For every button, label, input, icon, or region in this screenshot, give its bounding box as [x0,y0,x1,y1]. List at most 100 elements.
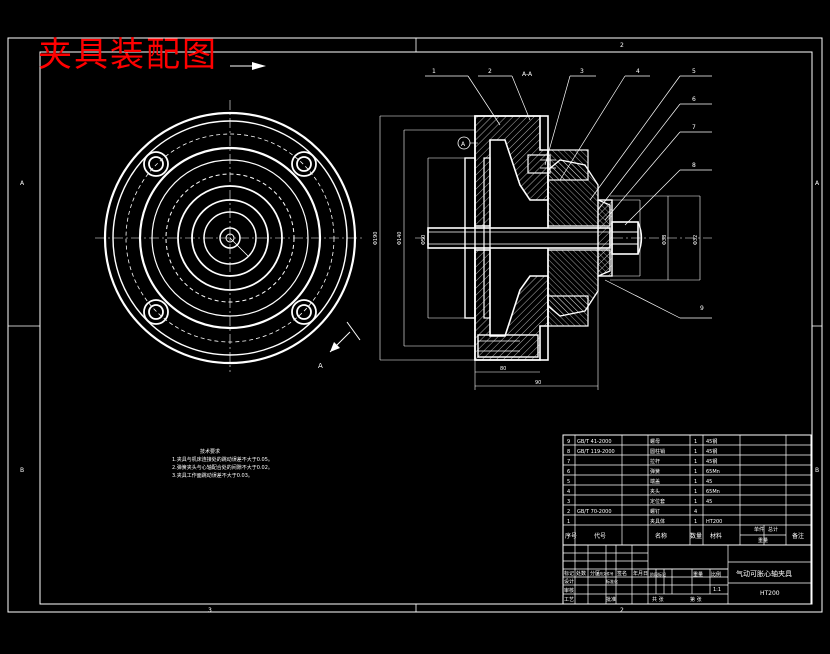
bom-cell-qty: 1 [694,479,697,485]
leaders [425,75,712,319]
bolt-hole-tl [143,151,169,177]
zone-left-b: B [20,467,24,474]
bom-cell-qty: 1 [694,499,697,505]
tb-label-weight: 重量 [693,571,703,578]
bom-cell-std: GB/T 119-2000 [577,449,615,455]
bom-cell-name: 定位套 [650,498,665,505]
bom-cell-no: 5 [567,479,570,485]
tb-scale-value: 1:1 [713,587,721,593]
dimension-texts: Φ190 Φ140 Φ50 Φ38 80 90 Φ32 [373,232,699,386]
bom-cell-no: 4 [567,489,570,495]
bom-cell-name: 弹簧 [650,468,660,475]
technical-note-2: 2.弹簧夹头与心轴配合处的间隙不大于0.02。 [172,465,273,471]
dim-phi190: Φ190 [373,232,379,245]
bom-cell-name: 夹头 [650,488,660,495]
tb-label-change: 更改文件号 [596,571,614,576]
tb-label-sign: 签名 [617,570,627,577]
dimensions [379,115,701,390]
bom-cell-name: 拉杆 [650,458,660,465]
leader-4: 4 [636,68,640,75]
zone-bottom-right: 2 [620,607,624,614]
zone-bottom-left: 3 [208,607,212,614]
bom-cell-no: 6 [567,469,570,475]
dim-90: 90 [535,380,541,386]
tb-label-std: 标准化 [606,578,618,584]
circle-label: A [461,141,466,148]
bom-cell-no: 9 [567,439,570,445]
zone-top: 2 [620,42,624,49]
leader-7: 7 [692,124,696,131]
tb-label-sheets: 共 张 [652,596,664,603]
bom-cell-qty: 1 [694,469,697,475]
tb-label-stage: 阶段标记 [650,571,666,577]
section-label: A-A [522,71,533,78]
bom-cell-qty: 4 [694,509,697,515]
technical-note-3: 3.夹具工作面跳动误差不大于0.03。 [172,473,253,479]
tb-label-process: 工艺 [564,597,574,603]
bom-cell-no: 8 [567,449,570,455]
tb-label-count: 处数 [576,570,586,577]
bom-cell-no: 2 [567,509,570,515]
tb-label-sheet-no: 第 张 [690,596,702,603]
leader-3: 3 [580,68,584,75]
technical-notes: 技术要求 1.夹具与机床连接处的跳动误差不大于0.05。 2.弹簧夹头与心轴配合… [172,448,273,480]
zone-left-a: A [20,180,25,187]
section-arrow-top [230,62,266,70]
bom-cell-no: 3 [567,499,570,505]
leader-numbers: 1 2 3 4 5 6 7 8 9 [432,68,704,312]
bom-cell-name: 圆柱销 [650,448,665,455]
leader-1: 1 [432,68,436,75]
zone-right-a: A [815,180,820,187]
tb-label-zone: 分区 [590,570,600,577]
bom-cell-no: 7 [567,459,570,465]
section-view [415,115,712,361]
bom-cell-qty: 1 [694,459,697,465]
bom-header-mat: 材料 [710,532,722,540]
title-block-text: 标记 处数 分区 更改文件号 签名 年月日 设计 标准化 审核 工艺 批准 阶段… [564,569,792,603]
bom-header-name: 名称 [655,532,667,540]
sheet-frame [7,37,823,613]
bom-cell-mat: 65Mn [706,469,720,475]
bom-cell-mat: 65Mn [706,489,720,495]
bom-cell-no: 1 [567,519,570,525]
dim-phi32: Φ32 [693,235,699,245]
leader-8: 8 [692,162,696,169]
leader-9: 9 [700,305,704,312]
tb-label-design: 设计 [564,578,574,585]
shaft [427,227,611,249]
tb-label-mark: 标记 [564,570,574,577]
title-block [562,544,812,605]
bom-cell-name: 螺母 [650,438,660,445]
view-arrow-a: A [318,321,361,370]
bom-cell-qty: 1 [694,489,697,495]
leader-5: 5 [692,68,696,75]
technical-note-1: 1.夹具与机床连接处的跳动误差不大于0.05。 [172,457,273,463]
end-view [95,100,365,372]
page-title: 夹具装配图 [38,35,218,75]
bom-header-std: 代号 [594,532,606,540]
bom-cell-qty: 1 [694,449,697,455]
dim-phi38: Φ38 [662,235,668,245]
bom-cell-qty: 1 [694,519,697,525]
tb-label-approve: 批准 [606,596,616,603]
bom-cell-mat: 45 [706,479,712,485]
bom-cell-mat: 45钢 [706,448,717,455]
drawing-border [39,51,813,605]
bolt-hole-bl [143,299,169,325]
bom-header: 序号 代号 名称 数量 材料 单件 总计 重量 备注 [565,526,804,544]
bom-header-qty: 数量 [690,532,702,540]
zone-right-b: B [815,467,819,474]
bolt [477,334,539,358]
bom-cell-mat: HT200 [706,519,722,525]
dim-80: 80 [500,366,506,372]
bom-cell-name: 螺钉 [650,508,660,515]
bom-header-single: 单件 [754,526,764,533]
bolt-hole-tr [291,151,317,177]
bom-cell-qty: 1 [694,439,697,445]
bom-cell-name: 夹具体 [650,518,665,525]
clamp-body [474,115,549,227]
leader-2: 2 [488,68,492,75]
view-arrow-label: A [318,362,323,370]
